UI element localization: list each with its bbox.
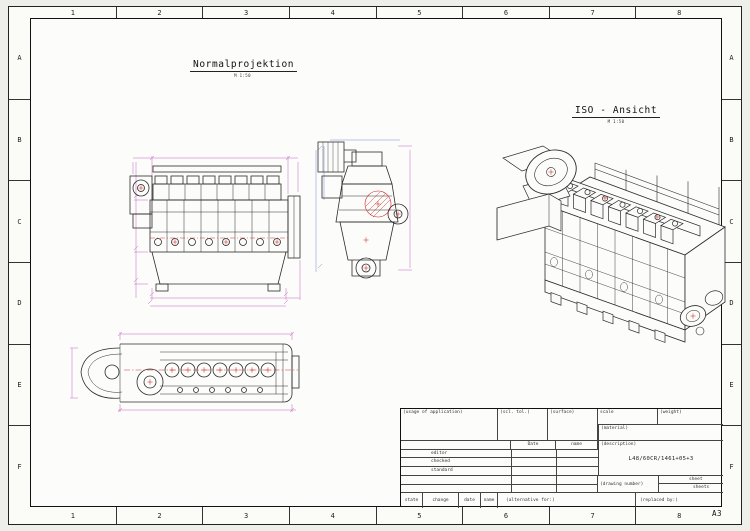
change-cell: change [423, 493, 459, 508]
designation-text: L48/60CR/1461+05+3 [628, 456, 694, 463]
grid-label: 2 [117, 507, 204, 524]
editor-label: editor [431, 451, 448, 456]
alternative-for-label: (alternative for:) [506, 497, 555, 503]
grid-label: E [9, 345, 30, 427]
weight-label: (weight) [660, 410, 682, 415]
alternative-for-cell: (alternative for:) [498, 493, 636, 508]
revision-divider [401, 484, 598, 485]
grid-label: 4 [290, 7, 377, 18]
checked-label: checked [431, 459, 450, 464]
sheet-label: sheet [689, 477, 703, 482]
usage-of-application-cell: (usage of application) [401, 409, 498, 441]
description-label: (description) [601, 442, 637, 447]
name-header-label: name [571, 442, 582, 448]
grid-label: B [722, 100, 741, 182]
grid-label: 2 [117, 7, 204, 18]
grid-rows-left: A B C D E F [9, 18, 30, 507]
sheets-label: sheets [693, 485, 710, 490]
grid-label: 7 [550, 7, 637, 18]
grid-columns-top: 1 2 3 4 5 6 7 8 [30, 7, 722, 18]
iso-view-title-text: ISO - Ansicht [572, 105, 661, 118]
drawing-number-label: (drawing number) [600, 481, 644, 487]
grid-label: 8 [677, 511, 682, 520]
scale-cell: scale [598, 409, 658, 425]
standard-row: standard [401, 467, 598, 476]
state-cell: state [401, 493, 423, 508]
date-header-label: Date [527, 442, 539, 448]
grid-label: 5 [377, 7, 464, 18]
state-label: state [404, 497, 419, 503]
iso-view-title: ISO - Ansicht M 1:50 [572, 98, 661, 124]
grid-label: D [9, 263, 30, 345]
revision-divider [556, 476, 557, 493]
sheet-format-label: A3 [712, 509, 723, 518]
general-tolerance-label: (scl. tol.) [500, 410, 530, 415]
grid-label: 5 [377, 507, 464, 524]
iso-view-scale-text: M 1:50 [607, 119, 625, 124]
grid-rows-right: A B C D E F [722, 18, 741, 507]
normal-projection-title-text: Normalprojektion [190, 59, 298, 72]
grid-label: 1 [30, 7, 117, 18]
grid-label: 7 [550, 507, 637, 524]
grid-label: C [9, 181, 30, 264]
standard-label: standard [431, 468, 453, 473]
normal-projection-scale-text: M 1:50 [234, 73, 251, 78]
grid-label: E [722, 345, 741, 427]
grid-label: 8 [677, 8, 682, 17]
weight-cell: (weight) [658, 409, 723, 425]
normal-projection-title: Normalprojektion M 1:50 [190, 52, 298, 78]
grid-columns-bottom: 1 2 3 4 5 6 7 8 [30, 507, 722, 524]
change-label: change [432, 497, 449, 503]
surface-label: (surface) [550, 410, 575, 415]
name-cell: name [481, 493, 498, 508]
replaced-by-label: (replaced by:) [640, 497, 678, 503]
grid-label: A [9, 18, 30, 100]
scale-label: scale [600, 410, 614, 415]
grid-label: 3 [203, 507, 290, 524]
checked-row: checked [401, 458, 598, 467]
drawing-number-cell: (drawing number) [598, 476, 658, 493]
grid-label: B [9, 100, 30, 182]
sheet-cell: sheet [658, 476, 723, 484]
grid-label: 4 [290, 507, 377, 524]
grid-label: D [722, 263, 741, 345]
grid-label: 3 [203, 7, 290, 18]
material-label: (material) [601, 426, 629, 431]
grid-label: 6 [463, 7, 550, 18]
editor-row: editor [401, 450, 598, 458]
approval-table-divider [556, 450, 557, 476]
sheets-cell: sheets [658, 484, 723, 493]
grid-label: 1 [30, 507, 117, 524]
surface-cell: (surface) [548, 409, 598, 441]
grid-label: C [722, 181, 741, 264]
date-label: date [464, 497, 475, 503]
name-header-cell: name [556, 441, 598, 450]
title-block: (usage of application) (scl. tol.) (surf… [400, 408, 723, 508]
date-cell: date [459, 493, 481, 508]
grid-label: F [729, 462, 734, 471]
approval-blank-header [401, 441, 511, 450]
replaced-by-cell: (replaced by:) [636, 493, 723, 508]
grid-label: 6 [463, 507, 550, 524]
usage-of-application-label: (usage of application) [403, 410, 463, 415]
name-label: name [483, 497, 495, 503]
grid-label: A [722, 18, 741, 100]
revision-divider [511, 476, 512, 493]
grid-label: F [17, 462, 22, 471]
material-cell: (material) [598, 425, 723, 441]
description-cell: (description) L48/60CR/1461+05+3 [598, 441, 723, 476]
approval-table-divider [511, 450, 512, 476]
general-tolerance-cell: (scl. tol.) [498, 409, 548, 441]
date-header-cell: Date [511, 441, 556, 450]
